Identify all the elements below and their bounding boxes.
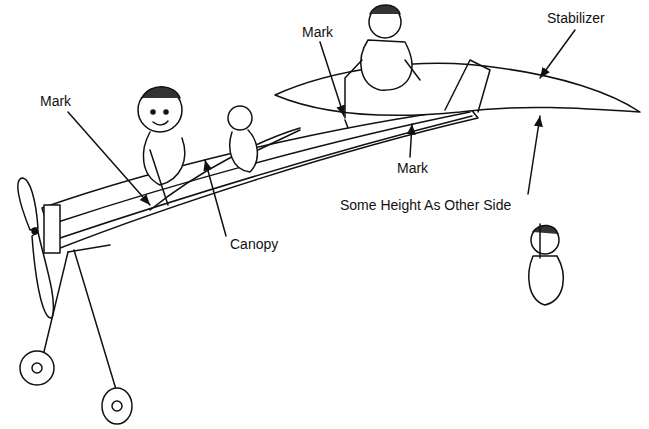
part-label: Stabilizer <box>545 10 607 26</box>
part-label: Canopy <box>228 236 280 252</box>
mark-label: Mark <box>300 24 335 40</box>
note-label: Some Height As Other Side <box>338 197 513 213</box>
mark-label: Mark <box>38 93 73 109</box>
mark-label: Mark <box>395 160 430 176</box>
